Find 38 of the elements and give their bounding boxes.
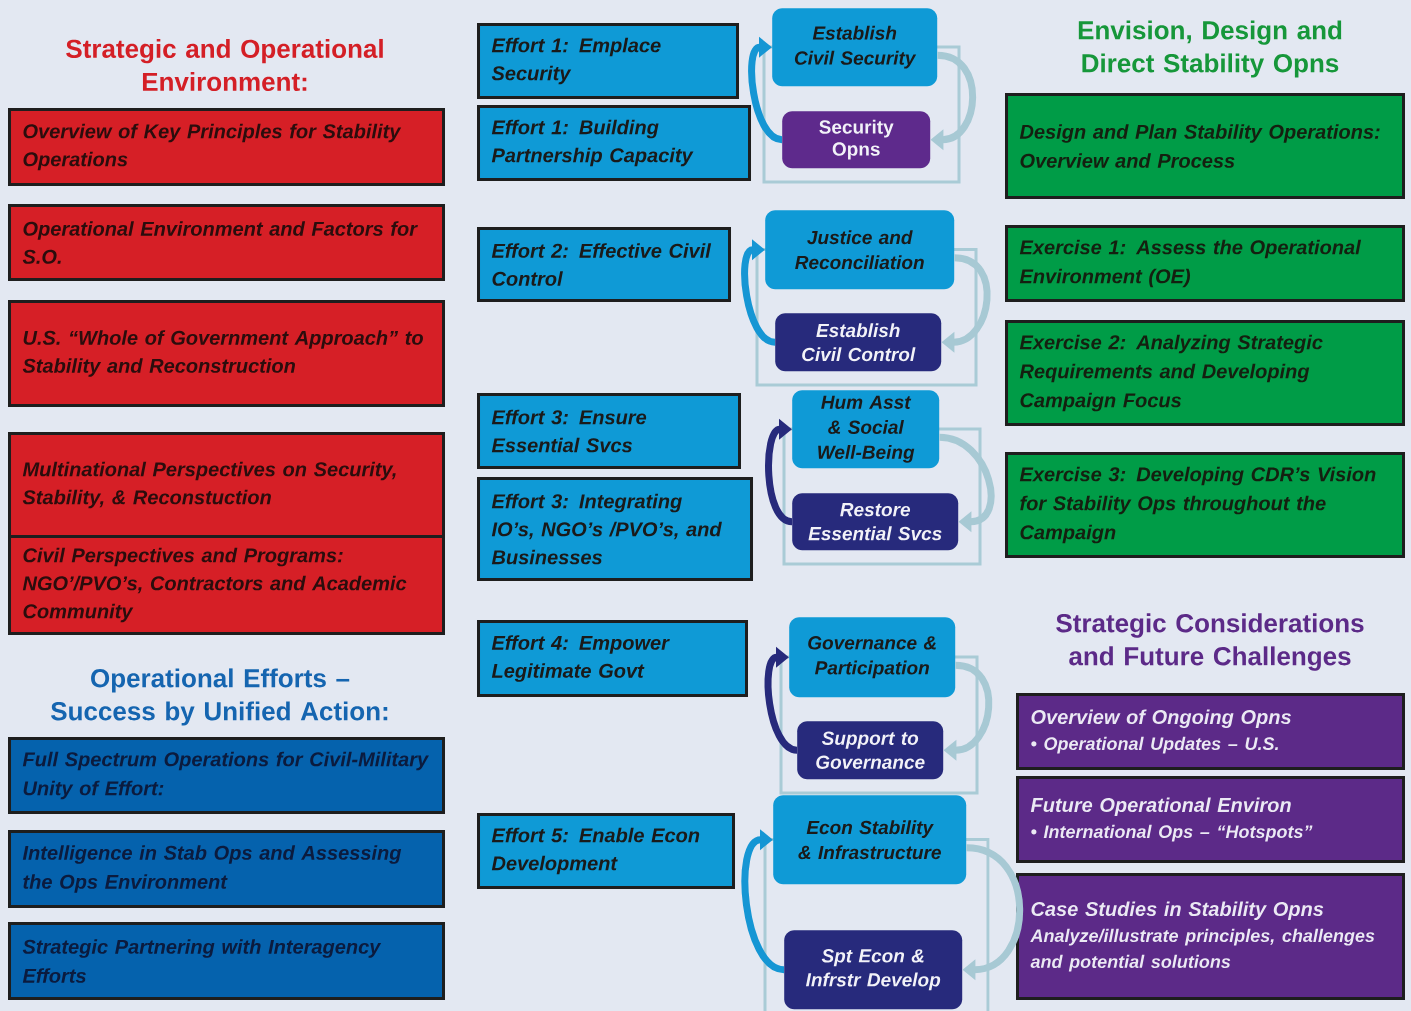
- process-box: Justice and Reconciliation: [765, 210, 955, 290]
- effort-box: Effort 4: Empower Legitimate Govt: [477, 620, 748, 697]
- topic-box: Overview of Ongoing Opns • Operational Updates – U.S.: [1016, 693, 1405, 770]
- topic-box: Intelligence in Stab Ops and Assessing the Ops Environment: [8, 830, 445, 908]
- topic-box: Exercise 2: Analyzing Strategic Requirements and Developing Campaign Focus: [1005, 320, 1405, 426]
- topic-box: Exercise 3: Developing CDR’s Vision for Stability Ops throughout the Campaign: [1005, 452, 1405, 558]
- topic-box: Future Operational Environ • International Ops – “Hotspots”: [1016, 776, 1405, 863]
- section-heading: Operational Efforts – Success by Unified Action:: [51, 668, 388, 726]
- process-box: Restore Essential Svcs: [792, 493, 959, 551]
- effort-box: Effort 5: Enable Econ Development: [477, 813, 735, 889]
- cycle-arrow: [741, 829, 785, 974]
- section-heading: Strategic Considerations and Future Challenges: [1056, 613, 1364, 671]
- topic-box: Overview of Key Principles for Stability Operations: [8, 108, 445, 186]
- process-box: Spt Econ & Infrstr Develop: [784, 930, 963, 1010]
- process-box: Governance & Participation: [789, 617, 956, 698]
- effort-box: Effort 1: Emplace Security: [477, 23, 739, 99]
- topic-box: Exercise 1: Assess the Operational Environment (OE): [1005, 225, 1405, 302]
- topic-box: Civil Perspectives and Programs: NGO’/PVO’s, Contractors and Academic Community: [8, 535, 445, 635]
- process-box: Hum Asst & Social Well-Being: [792, 390, 940, 469]
- effort-box: Effort 3: Ensure Essential Svcs: [477, 393, 741, 469]
- topic-box: Operational Environment and Factors for S.O.: [8, 204, 445, 281]
- cycle-arrow: [748, 36, 783, 144]
- topic-box: Case Studies in Stability Opns Analyze/illustrate principles, challenges and potential solutions: [1016, 873, 1405, 1000]
- process-box: Establish Civil Security: [772, 8, 938, 87]
- topic-box: U.S. “Whole of Government Approach” to Stability and Reconstruction: [8, 300, 445, 407]
- process-box: Econ Stability & Infrastructure: [773, 795, 967, 885]
- process-box: Security Opns: [782, 111, 931, 169]
- effort-box: Effort 1: Building Partnership Capacity: [477, 105, 751, 181]
- topic-box: Strategic Partnering with Interagency Efforts: [8, 922, 445, 1000]
- cycle-arrow: [741, 239, 776, 346]
- effort-box: Effort 2: Effective Civil Control: [477, 227, 731, 302]
- process-box: Support to Governance: [797, 721, 944, 780]
- topic-box: Full Spectrum Operations for Civil-Military Unity of Effort:: [8, 737, 445, 814]
- topic-box: Design and Plan Stability Operations: Overview and Process: [1005, 93, 1405, 199]
- effort-box: Effort 3: Integrating IO’s, NGO’s /PVO’s, and Businesses: [477, 477, 753, 581]
- process-box: Establish Civil Control: [775, 313, 942, 372]
- topic-box: Multinational Perspectives on Security, Stability, & Reconstuction: [8, 432, 445, 538]
- cycle-arrow: [938, 433, 995, 533]
